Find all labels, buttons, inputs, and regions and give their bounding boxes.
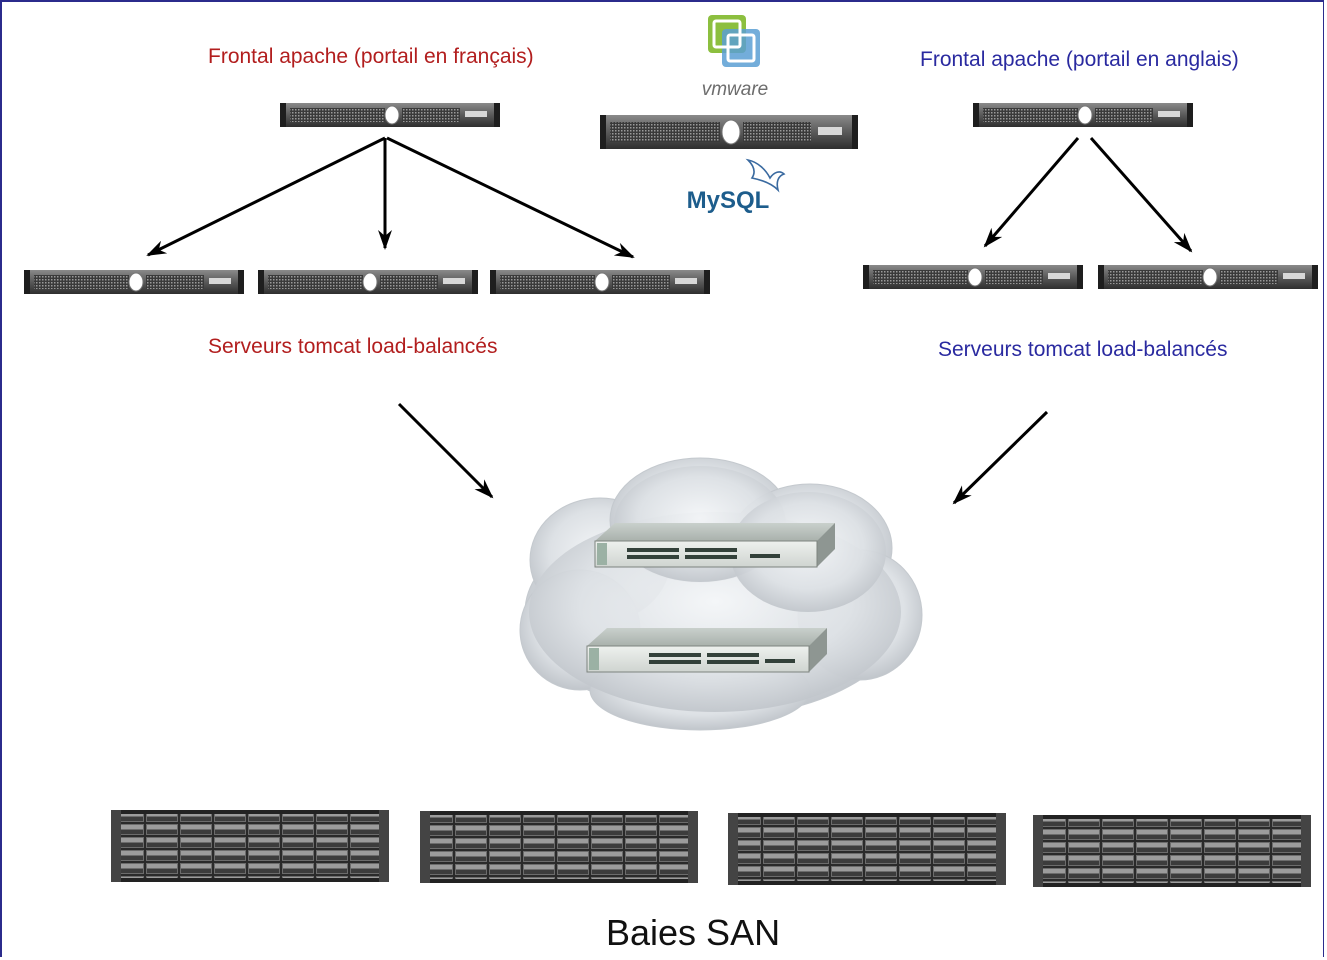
- tomcat-fr-label: Serveurs tomcat load-balancés: [208, 335, 498, 358]
- arrows: [146, 136, 1193, 505]
- rack-server-icon: [280, 103, 500, 127]
- rack-server-icon: [863, 265, 1083, 289]
- storage-array-icon: [111, 810, 389, 882]
- rack-server-icon: [490, 270, 710, 294]
- network-switch-icon: [594, 523, 835, 568]
- arrow: [146, 136, 386, 257]
- san-label: Baies SAN: [606, 912, 781, 953]
- rack-server-icon: [1098, 265, 1318, 289]
- rack-server-icon: [600, 115, 858, 149]
- arrow: [983, 137, 1080, 248]
- vmware-logo: vmware: [702, 15, 769, 100]
- storage-array-icon: [420, 811, 698, 883]
- svg-text:MySQL: MySQL: [687, 187, 770, 214]
- arrow: [386, 136, 635, 259]
- rack-server-icon: [258, 270, 478, 294]
- mysql-logo: MySQL: [687, 158, 786, 214]
- svg-text:vmware: vmware: [702, 79, 769, 100]
- network-switch-icon: [586, 628, 827, 673]
- rack-server-icon: [24, 270, 244, 294]
- storage-array-icon: [728, 813, 1006, 885]
- frontal-fr-label: Frontal apache (portail en français): [208, 45, 534, 68]
- frontal-en-label: Frontal apache (portail en anglais): [920, 48, 1239, 71]
- arrow: [1089, 137, 1193, 253]
- arrow: [952, 410, 1049, 505]
- rack-server-icon: [973, 103, 1193, 127]
- storage-array-icon: [1033, 815, 1311, 887]
- arrow: [397, 402, 494, 499]
- tomcat-en-label: Serveurs tomcat load-balancés: [938, 338, 1228, 361]
- cloud-icon: [519, 457, 923, 731]
